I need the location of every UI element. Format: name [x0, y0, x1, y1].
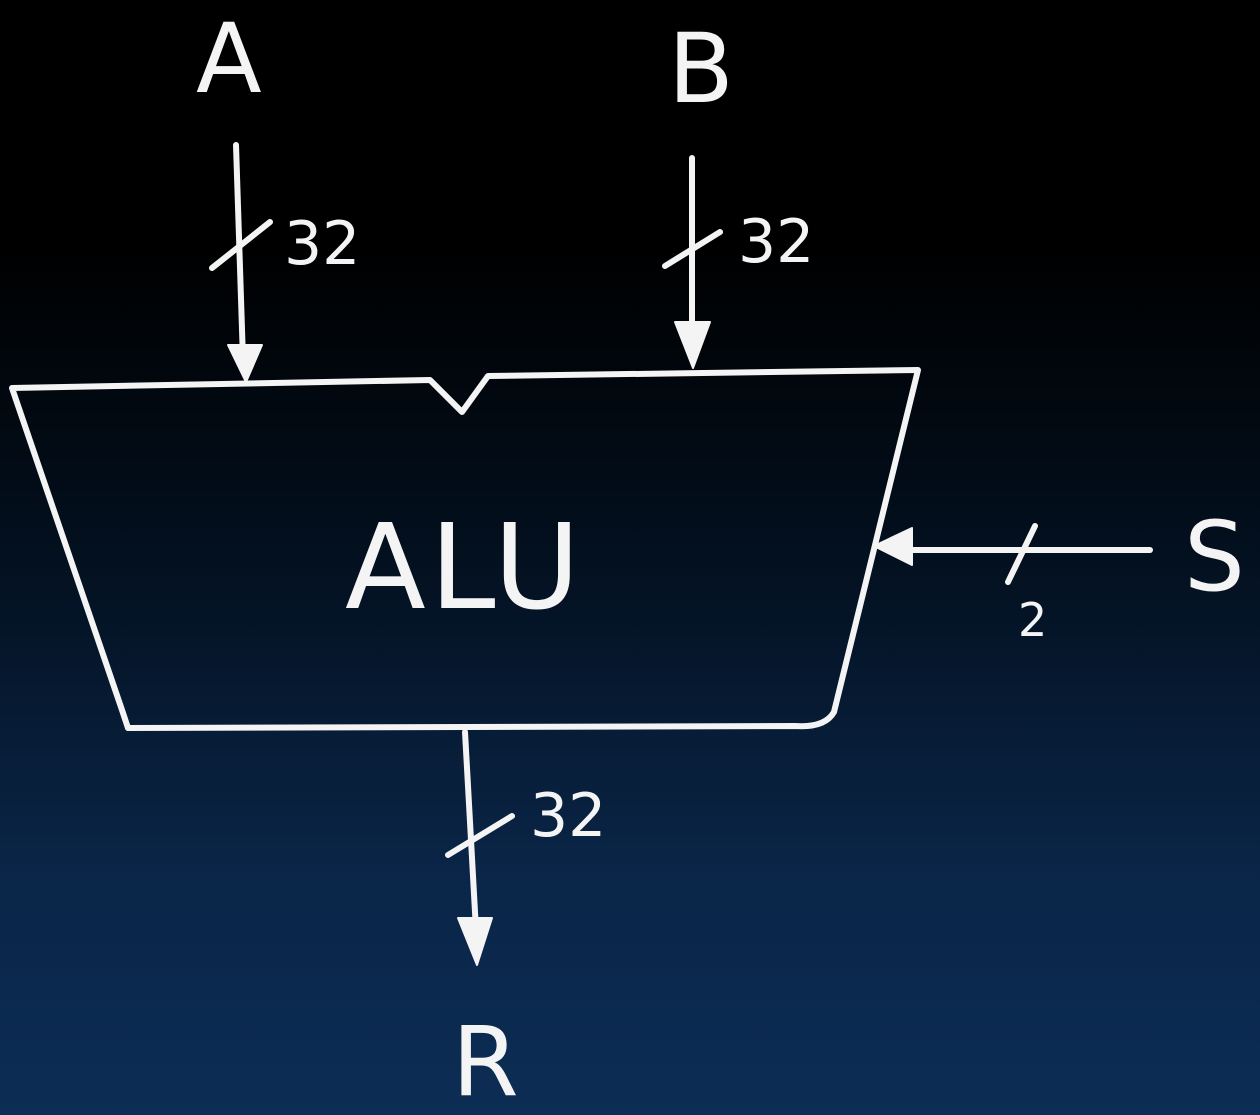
output-r-wire [462, 729, 479, 933]
input-b-bus-slash [662, 229, 723, 269]
input-a-bus-slash [209, 219, 273, 271]
select-s-width: 2 [1018, 593, 1047, 647]
select-s-arrowhead [873, 527, 913, 566]
output-r-label: R [452, 1006, 519, 1115]
input-a-label: A [196, 3, 262, 115]
input-a: A 32 [196, 3, 360, 383]
select-s-label: S [1184, 501, 1245, 613]
input-b-label: B [668, 13, 734, 125]
input-a-wire [233, 142, 246, 363]
select-s: S 2 [873, 501, 1245, 647]
output-r-width: 32 [530, 781, 606, 851]
input-b-arrowhead [674, 321, 711, 369]
select-s-bus-slash [1005, 523, 1038, 585]
input-a-width: 32 [284, 209, 360, 279]
output-r-bus-slash [445, 813, 515, 858]
alu-body [9, 367, 921, 731]
input-a-arrowhead [227, 344, 263, 383]
alu-label: ALU [345, 498, 584, 636]
output-r: 32 R [445, 729, 606, 1115]
input-b: B 32 [662, 13, 814, 369]
input-b-width: 32 [738, 207, 814, 277]
output-r-arrowhead [457, 917, 493, 966]
